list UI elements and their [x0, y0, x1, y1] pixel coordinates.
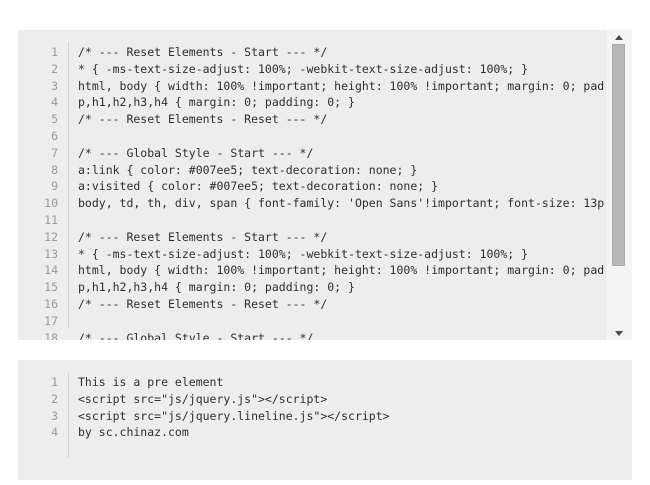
code-line: 5 /* --- Reset Elements - Reset --- */: [18, 111, 605, 128]
code-line: 16 /* --- Reset Elements - Reset --- */: [18, 296, 605, 313]
pre-code-lines[interactable]: 1 This is a pre element 2 <script src="js/j…: [18, 360, 632, 441]
line-code: /* --- Reset Elements - Start --- */: [78, 45, 328, 59]
code-line: 4 by sc.chinaz.com: [18, 424, 632, 441]
gutter-divider: [68, 42, 69, 328]
line-code: by sc.chinaz.com: [78, 425, 189, 440]
line-number: 11: [44, 212, 58, 227]
line-number: 3: [51, 78, 58, 93]
css-code-block: 1 /* --- Reset Elements - Start --- */ 2 * …: [18, 30, 632, 340]
line-number: 7: [51, 145, 58, 160]
css-code-lines[interactable]: 1 /* --- Reset Elements - Start --- */ 2 * …: [18, 30, 605, 340]
line-code: /* --- Reset Elements - Reset --- */: [78, 296, 328, 311]
line-number: 3: [51, 408, 58, 423]
line-number: 1: [51, 375, 58, 389]
line-code: body, td, th, div, span { font-family: '…: [78, 196, 605, 211]
code-line: 9 a:visited { color: #007ee5; text-decora…: [18, 178, 605, 195]
line-code: /* --- Global Style - Start --- */: [78, 145, 314, 160]
code-line: 1 This is a pre element: [18, 374, 632, 391]
line-number: 9: [51, 179, 58, 194]
code-line: 11: [18, 212, 605, 229]
code-line: 2 * { -ms-text-size-adjust: 100%; -webkit…: [18, 61, 605, 78]
line-code: /* --- Reset Elements - Start --- */: [78, 229, 328, 244]
line-number: 16: [44, 296, 58, 311]
code-line: 13 * { -ms-text-size-adjust: 100%; -webki…: [18, 246, 605, 263]
line-number: 4: [51, 425, 58, 440]
code-line: 4 p,h1,h2,h3,h4 { margin: 0; padding: 0; …: [18, 94, 605, 111]
line-number: 6: [51, 128, 58, 143]
gutter-divider: [68, 372, 69, 458]
line-number: 1: [51, 45, 58, 59]
scrollbar-thumb[interactable]: [612, 44, 625, 266]
line-code: /* --- Reset Elements - Reset --- */: [78, 112, 328, 127]
code-line: 17: [18, 313, 605, 330]
line-code: html, body { width: 100% !important; hei…: [78, 263, 605, 278]
code-line: 3 html, body { width: 100% !important; he…: [18, 78, 605, 95]
line-code: This is a pre element: [78, 375, 224, 389]
code-line: 14 html, body { width: 100% !important; h…: [18, 262, 605, 279]
line-code: * { -ms-text-size-adjust: 100%; -webkit-…: [78, 246, 529, 261]
code-line: 2 <script src="js/jquery.js"></script>: [18, 391, 632, 408]
line-code: p,h1,h2,h3,h4 { margin: 0; padding: 0; }: [78, 95, 355, 110]
css-code-viewport: 1 /* --- Reset Elements - Start --- */ 2 * …: [18, 30, 605, 340]
triangle-up-icon: [615, 34, 623, 40]
code-line: 6: [18, 128, 605, 145]
line-code: p,h1,h2,h3,h4 { margin: 0; padding: 0; }: [78, 280, 355, 295]
line-number: 18: [44, 330, 58, 340]
line-number: 4: [51, 95, 58, 110]
line-code: * { -ms-text-size-adjust: 100%; -webkit-…: [78, 61, 529, 76]
line-code: <script src="js/jquery.js"></script>: [78, 391, 328, 406]
line-number: 17: [44, 313, 58, 328]
line-code: a:visited { color: #007ee5; text-decorat…: [78, 179, 439, 194]
code-line: 10 body, td, th, div, span { font-family:…: [18, 195, 605, 212]
line-number: 14: [44, 263, 58, 278]
line-number: 10: [44, 196, 58, 211]
code-line: 8 a:link { color: #007ee5; text-decoratio…: [18, 162, 605, 179]
scroll-up-button[interactable]: [606, 30, 632, 44]
pre-code-viewport: 1 This is a pre element 2 <script src="js/j…: [18, 360, 632, 480]
triangle-down-icon: [615, 330, 623, 336]
code-line: 3 <script src="js/jquery.lineline.js"></s…: [18, 408, 632, 425]
line-number: 2: [51, 61, 58, 76]
line-number: 8: [51, 162, 58, 177]
pre-code-block: 1 This is a pre element 2 <script src="js/j…: [18, 360, 632, 480]
code-line: 12 /* --- Reset Elements - Start --- */: [18, 229, 605, 246]
code-line: 1 /* --- Reset Elements - Start --- */: [18, 44, 605, 61]
line-number: 13: [44, 246, 58, 261]
code-line: 18 /* --- Global Style - Start --- */: [18, 330, 605, 340]
scroll-down-button[interactable]: [606, 326, 632, 340]
line-code: a:link { color: #007ee5; text-decoration…: [78, 162, 418, 177]
line-number: 2: [51, 391, 58, 406]
line-number: 15: [44, 280, 58, 295]
scrollbar-track[interactable]: [606, 44, 632, 326]
line-number: 5: [51, 112, 58, 127]
code-line: 15 p,h1,h2,h3,h4 { margin: 0; padding: 0;…: [18, 279, 605, 296]
line-code: /* --- Global Style - Start --- */: [78, 330, 314, 340]
vertical-scrollbar[interactable]: [605, 30, 632, 340]
code-line: 7 /* --- Global Style - Start --- */: [18, 145, 605, 162]
line-code: html, body { width: 100% !important; hei…: [78, 78, 605, 93]
line-number: 12: [44, 229, 58, 244]
line-code: <script src="js/jquery.lineline.js"></sc…: [78, 408, 390, 423]
